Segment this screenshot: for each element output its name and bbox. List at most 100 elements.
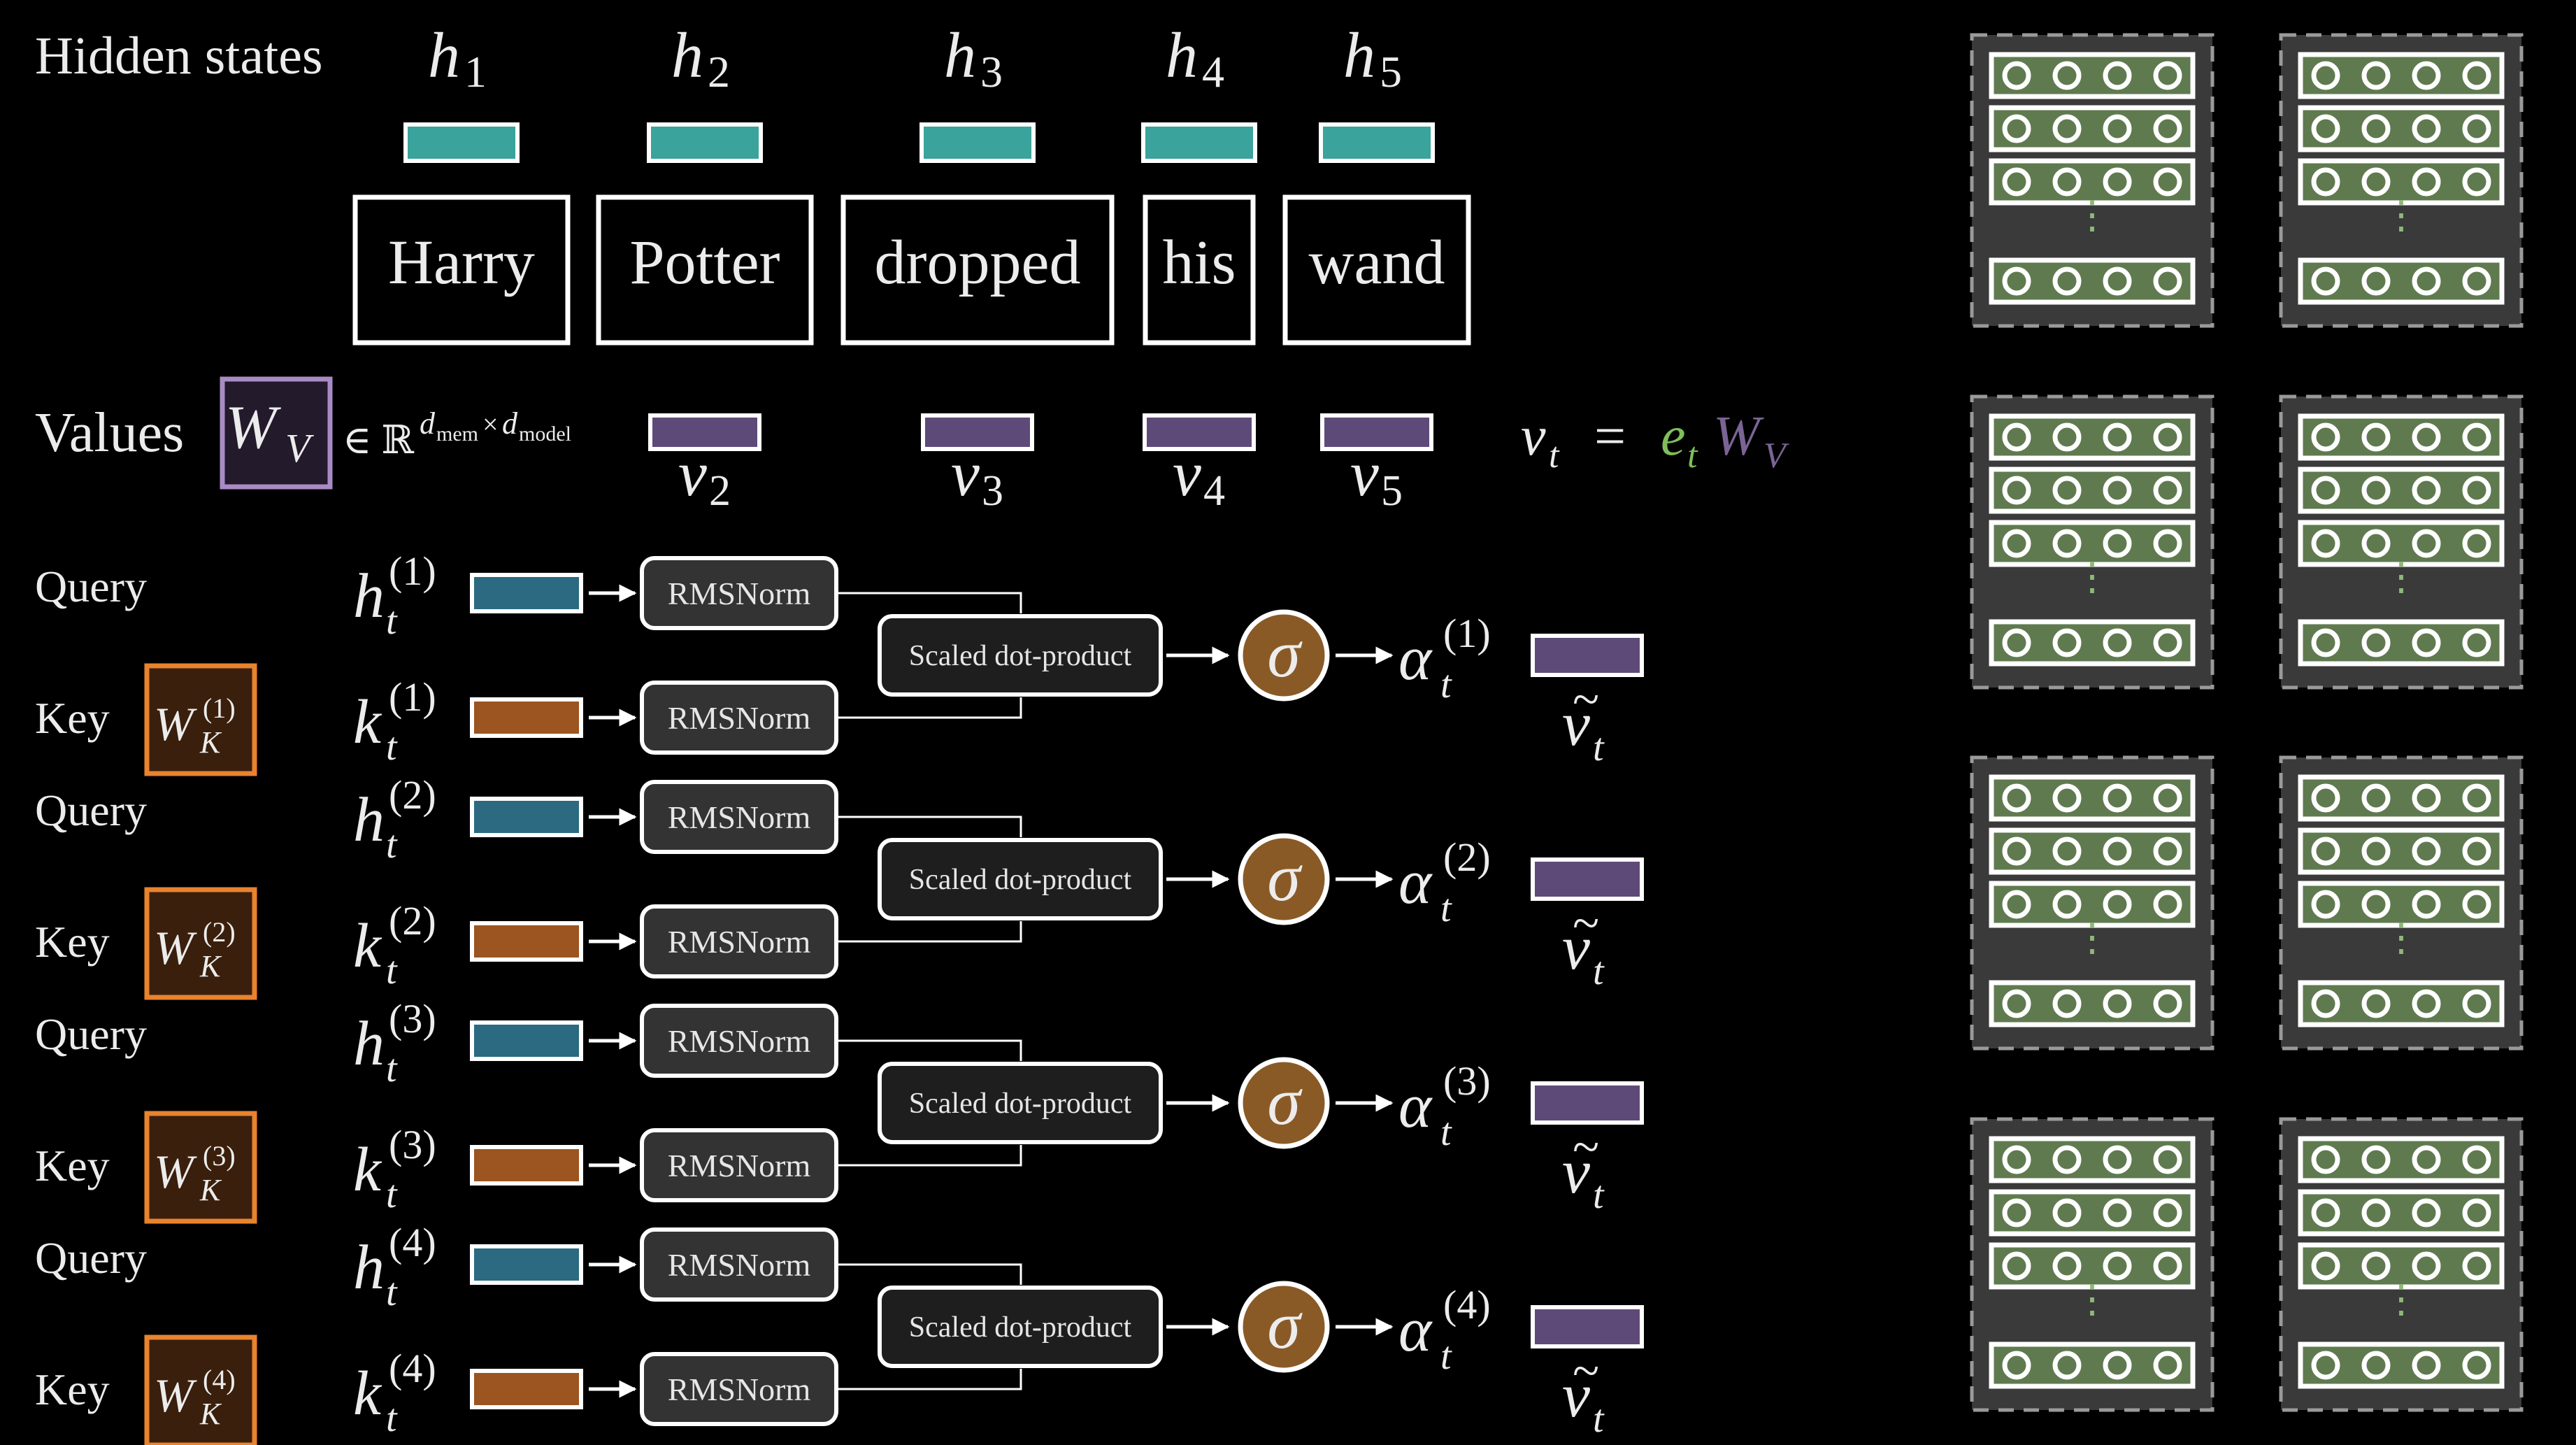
key-bar — [470, 697, 583, 738]
token-box — [1282, 194, 1471, 346]
memory-neuron — [2052, 1198, 2082, 1227]
query-label: Query — [35, 785, 147, 835]
memory-neuron — [2103, 890, 2132, 919]
query-bar — [470, 573, 583, 613]
query-bar — [470, 797, 583, 837]
query-bar — [470, 1244, 583, 1285]
hidden-states-label: Hidden states — [35, 27, 323, 85]
token-box — [352, 194, 571, 346]
connector-line — [836, 816, 1022, 837]
memory-neuron — [2412, 422, 2441, 452]
memory-neuron — [2311, 890, 2340, 919]
connector-line — [836, 1369, 1022, 1390]
key-weight-index: (4) — [203, 1364, 236, 1395]
rmsnorm-label: RMSNorm — [668, 924, 811, 960]
memory-neuron — [2462, 167, 2491, 197]
memory-ellipsis: ⋮ — [2073, 192, 2112, 238]
wv-matrix-box — [220, 376, 333, 490]
formula-e: e — [1661, 406, 1686, 467]
memory-neuron — [2311, 476, 2340, 505]
key-index: (1) — [389, 674, 436, 720]
hidden-state-bar — [403, 122, 520, 163]
memory-neuron — [2103, 114, 2132, 143]
memory-neuron — [2412, 783, 2441, 813]
retrieved-v: v — [1562, 1361, 1590, 1430]
query-label: Query — [35, 1233, 147, 1283]
memory-neuron — [2311, 61, 2340, 90]
memory-neuron — [2153, 266, 2182, 296]
rmsnorm-label: RMSNorm — [668, 1372, 811, 1407]
key-weight-index: (3) — [203, 1140, 236, 1172]
memory-neuron — [2462, 1351, 2491, 1380]
memory-ellipsis: ⋮ — [2073, 554, 2112, 599]
memory-neuron — [2462, 114, 2491, 143]
memory-neuron — [2052, 529, 2082, 558]
wv-W: W — [225, 394, 281, 462]
memory-neuron — [2052, 783, 2082, 813]
memory-neuron — [2002, 422, 2031, 452]
key-weight-K: K — [199, 725, 222, 760]
sigma-circle — [1238, 1281, 1330, 1373]
tilde-mark: ~ — [1573, 897, 1599, 951]
memory-neuron — [2153, 1351, 2182, 1380]
memory-neuron — [2412, 1145, 2441, 1174]
memory-unit — [2298, 1189, 2505, 1237]
memory-neuron — [2361, 1145, 2391, 1174]
memory-neuron — [2361, 1251, 2391, 1281]
hidden-state-bars — [403, 122, 1435, 163]
value-v: v — [1173, 438, 1201, 509]
memory-ellipsis: ⋮ — [2382, 192, 2421, 238]
memory-neuron — [2412, 837, 2441, 866]
alpha-symbol: α — [1398, 1072, 1433, 1141]
hidden-state-subscript: 2 — [708, 47, 730, 97]
memory-neuron — [2002, 1145, 2031, 1174]
memory-neuron — [2153, 1145, 2182, 1174]
memory-ellipsis: ⋮ — [2073, 1276, 2112, 1322]
alpha-index: (2) — [1443, 834, 1491, 880]
memory-neuron — [2103, 628, 2132, 657]
key-t: t — [386, 725, 398, 769]
key-t: t — [386, 949, 398, 992]
sigma-symbol: σ — [1267, 1288, 1303, 1362]
key-weight-K: K — [199, 1397, 222, 1431]
formula-W-sub: V — [1763, 436, 1789, 476]
retrieved-value-bar — [1531, 1305, 1644, 1348]
memory-neuron — [2002, 890, 2031, 919]
key-index: (2) — [389, 898, 436, 944]
memory-unit — [2298, 619, 2505, 667]
memory-neuron — [2412, 476, 2441, 505]
memory-ellipsis: ⋮ — [2382, 554, 2421, 599]
hidden-state-bar — [920, 122, 1036, 163]
retrieved-value-bar — [1531, 1081, 1644, 1125]
retrieved-t: t — [1593, 1397, 1605, 1441]
value-v: v — [951, 438, 980, 509]
alpha-symbol: α — [1398, 1295, 1433, 1365]
value-bar — [1320, 413, 1433, 451]
memory-neuron — [2153, 1198, 2182, 1227]
memory-neuron — [2361, 890, 2391, 919]
rmsnorm-label: RMSNorm — [668, 1148, 811, 1183]
memory-neuron — [2052, 266, 2082, 296]
dot-product-label: Scaled dot-product — [909, 1311, 1132, 1344]
value-v: v — [1350, 438, 1379, 509]
alpha-t: t — [1440, 663, 1452, 706]
alpha-t: t — [1440, 1111, 1452, 1154]
memory-panel: ⋮ — [1970, 394, 2214, 690]
memory-neuron — [2311, 628, 2340, 657]
token-box — [840, 194, 1115, 346]
memory-neuron — [2462, 1145, 2491, 1174]
memory-neuron — [2153, 476, 2182, 505]
memory-neuron — [2361, 837, 2391, 866]
query-h: h — [353, 562, 385, 631]
query-index: (3) — [389, 996, 436, 1041]
memory-neuron — [2103, 783, 2132, 813]
key-weight-box — [144, 663, 257, 776]
key-bar — [470, 1369, 583, 1409]
hidden-state-bar — [1141, 122, 1257, 163]
key-index: (4) — [389, 1346, 436, 1391]
memory-neuron — [2002, 837, 2031, 866]
memory-panel: ⋮ — [2279, 1117, 2524, 1412]
values-label: Values — [35, 402, 184, 464]
